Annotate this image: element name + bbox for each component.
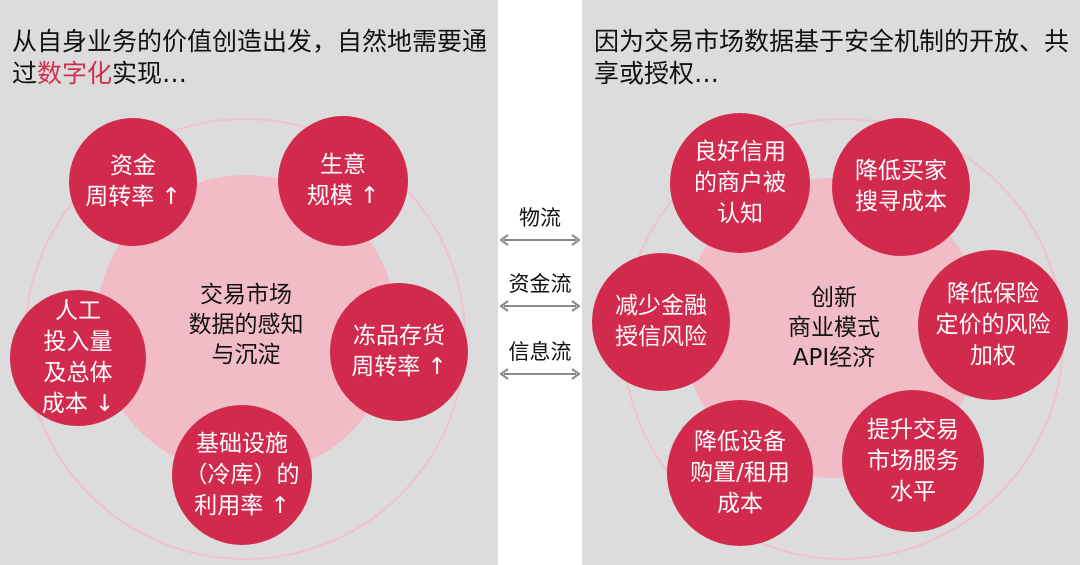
bubble-market-service-level: 提升交易 市场服务 水平 [842,390,984,532]
left-heading: 从自身业务的价值创造出发，自然地需要通过数字化实现… [12,26,492,90]
bubble-cold-storage-utilization-label: 基础设施 （冷库）的 利用率 ↑ [184,430,300,519]
bubble-capital-turnover: 资金 周转率 ↑ [69,118,197,246]
bubble-labor-cost: 人工 投入量 及总体 成本 ↓ [10,290,146,426]
bubble-market-service-level-label: 提升交易 市场服务 水平 [867,416,959,505]
flow-capital-label: 资金流 [508,272,572,296]
bubble-frozen-inventory-turnover-label: 冻品存货 周转率 ↑ [351,323,447,380]
left-heading-suffix: 实现… [112,59,188,88]
bubble-business-scale-label: 生意 规模 ↑ [306,152,380,209]
bubble-labor-cost-label: 人工 投入量 及总体 成本 ↓ [41,298,115,417]
left-heading-text: 从自身业务的价值创造出发，自然地需要通过 [12,27,488,88]
flow-information-label: 信息流 [508,340,572,364]
bubble-insurance-pricing-label: 降低保险 定价的风险 加权 [935,280,1051,369]
right-center-label: 创新 商业模式 API经济 [788,285,880,371]
bubble-equipment-cost-label: 降低设备 购置/租用 成本 [690,428,790,517]
bubble-buyer-search-cost: 降低买家 搜寻成本 [832,118,970,256]
bubble-merchant-credit: 良好信用 的商户被 认知 [670,113,810,253]
double-arrow-icon [499,368,581,380]
flow-logistics: 物流 [498,202,582,262]
flow-capital: 资金流 [498,268,582,328]
flow-information: 信息流 [498,336,582,396]
bubble-equipment-cost: 降低设备 购置/租用 成本 [667,400,813,546]
bubble-credit-risk: 减少金融 授信风险 [592,253,730,391]
bubble-cold-storage-utilization: 基础设施 （冷库）的 利用率 ↑ [172,405,312,545]
right-heading: 因为交易市场数据基于安全机制的开放、共享或授权… [594,27,1070,88]
double-arrow-icon [499,234,581,246]
bubble-buyer-search-cost-label: 降低买家 搜寻成本 [855,158,947,215]
right-panel: 因为交易市场数据基于安全机制的开放、共享或授权… 创新 商业模式 API经济 良… [582,0,1080,565]
bubble-business-scale: 生意 规模 ↑ [278,116,408,246]
bubble-merchant-credit-label: 良好信用 的商户被 认知 [694,138,786,227]
bubble-credit-risk-label: 减少金融 授信风险 [615,293,707,350]
bubble-frozen-inventory-turnover: 冻品存货 周转率 ↑ [330,283,468,421]
flow-logistics-label: 物流 [519,206,561,230]
left-heading-accent: 数字化 [37,59,113,88]
left-panel: 从自身业务的价值创造出发，自然地需要通过数字化实现… 交易市场 数据的感知 与沉… [0,0,498,565]
bubble-insurance-pricing: 降低保险 定价的风险 加权 [918,250,1068,400]
double-arrow-icon [499,300,581,312]
bubble-capital-turnover-label: 资金 周转率 ↑ [85,153,181,210]
left-center-label: 交易市场 数据的感知 与沉淀 [188,282,304,368]
